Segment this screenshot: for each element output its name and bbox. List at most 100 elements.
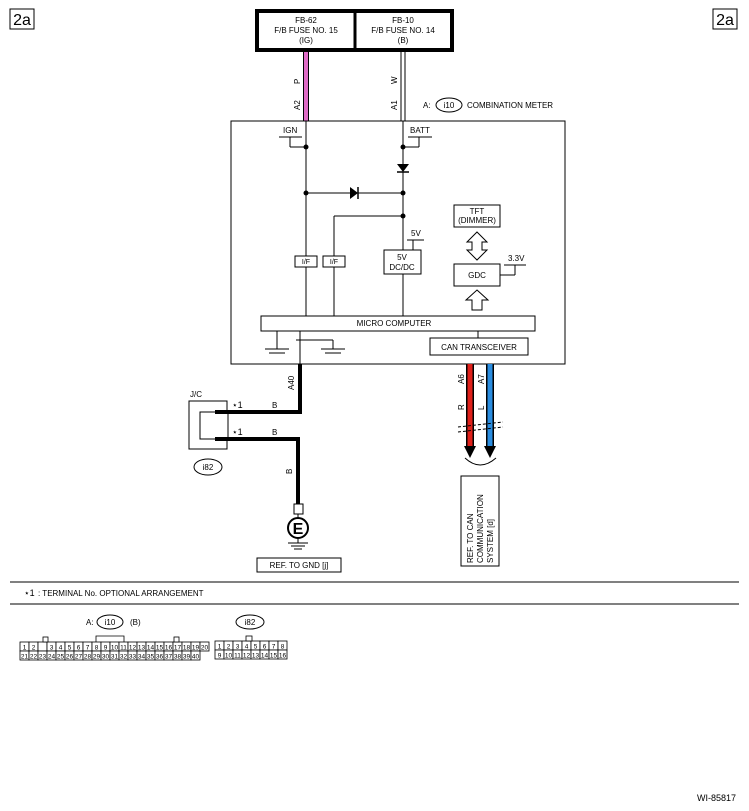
white-wire: W A1 xyxy=(390,52,406,121)
note-mark: ⋆1 xyxy=(24,588,35,598)
can-ref-box xyxy=(460,475,500,567)
connector-pin-label: 21 xyxy=(21,654,29,661)
connector-pin-label: 32 xyxy=(120,654,128,661)
i82-name: i82 xyxy=(245,618,256,627)
ground-wire: A40 ⋆1 B xyxy=(215,364,302,414)
connector-pin-label: 28 xyxy=(84,654,92,661)
connector-pin-label: 15 xyxy=(270,653,278,660)
tft-line2: (DIMMER) xyxy=(458,216,496,225)
tft-box xyxy=(453,204,501,228)
jc-connector: i82 xyxy=(203,463,214,472)
diode-batt xyxy=(397,164,409,172)
fuse-right-line2: F/B FUSE NO. 14 xyxy=(371,26,435,35)
up-arrow xyxy=(464,289,490,311)
meter-connector-oval xyxy=(435,97,463,113)
micro-computer-label: MICRO COMPUTER xyxy=(357,319,432,328)
connector-pin-label: 16 xyxy=(165,645,173,652)
connector-pin-cell xyxy=(190,650,201,661)
fuse-right-line3: (B) xyxy=(398,36,409,45)
figure-code: WI-85817 xyxy=(697,793,736,803)
can-ref-line3: SYSTEM [d] xyxy=(486,519,495,563)
combination-meter-box xyxy=(230,120,566,365)
connector-pin-label: 40 xyxy=(192,654,200,661)
connector-pin-label: 12 xyxy=(243,653,251,660)
connector-pin-label: 16 xyxy=(279,653,287,660)
connector-pin-label: 7 xyxy=(272,644,276,651)
page-ref-right: 2a xyxy=(716,12,734,29)
connector-pin-label: 11 xyxy=(120,645,127,652)
connector-pin-label: 9 xyxy=(218,653,222,660)
pink-wire: P A2 xyxy=(293,52,309,121)
gnd-pin: A40 xyxy=(287,375,296,390)
connector-key-tab xyxy=(95,635,125,642)
fuse-block: FB-62 F/B FUSE NO. 15 (IG) FB-10 F/B FUS… xyxy=(255,9,454,52)
connector-pin-label: 2 xyxy=(32,645,36,652)
fuse-right-line1: FB-10 xyxy=(392,16,414,25)
i10-suffix: (B) xyxy=(130,618,141,627)
connector-pin-label: 22 xyxy=(30,654,38,661)
fuse-left-line1: FB-62 xyxy=(295,16,317,25)
connector-pin-label: 7 xyxy=(86,645,90,652)
connector-pin-label: 29 xyxy=(93,654,101,661)
connector-pin-label: 1 xyxy=(218,644,222,651)
connector-pin-label: 14 xyxy=(261,653,269,660)
connector-pin-label: 31 xyxy=(111,654,119,661)
dcdc-line1: 5V xyxy=(397,253,407,262)
can-l-color: L xyxy=(477,405,486,410)
connector-pin-label: 11 xyxy=(234,653,241,660)
connector-pin-label: 3 xyxy=(50,645,54,652)
connector-pin-label: 8 xyxy=(281,644,285,651)
ign-label: IGN xyxy=(283,126,297,135)
fuse-left-line2: F/B FUSE NO. 15 xyxy=(274,26,338,35)
can-ref-line1: REF. TO CAN xyxy=(466,513,475,563)
connector-pin-label: 26 xyxy=(66,654,74,661)
connector-pin-label: 20 xyxy=(201,645,209,652)
i10-name: i10 xyxy=(105,618,116,627)
meter-prefix: A: xyxy=(423,101,431,110)
can-transceiver-box xyxy=(429,337,529,356)
tft-line1: TFT xyxy=(470,207,485,216)
ground-symbol: E xyxy=(293,521,304,538)
pink-wire-pin: A2 xyxy=(293,100,302,110)
connector-pin-label: 5 xyxy=(68,645,72,652)
connector-pin-label: 37 xyxy=(165,654,173,661)
gdc-label: GDC xyxy=(468,271,486,280)
connector-pin-label: 10 xyxy=(225,653,233,660)
connector-pin-cell xyxy=(37,641,48,652)
double-arrow xyxy=(465,231,489,261)
white-wire-pin: A1 xyxy=(390,100,399,110)
v5-label: 5V xyxy=(411,229,421,238)
connector-pin-label: 4 xyxy=(245,644,249,651)
connector-pin-label: 10 xyxy=(111,645,119,652)
connector-pin-cell xyxy=(277,649,288,660)
connector-pin-label: 15 xyxy=(156,645,164,652)
connector-pin-label: 35 xyxy=(147,654,155,661)
connector-pin-label: 12 xyxy=(129,645,137,652)
dcdc-line2: DC/DC xyxy=(389,263,415,272)
i10-prefix: A: xyxy=(86,618,94,627)
i10-oval xyxy=(96,614,124,630)
connector-pin-label: 6 xyxy=(77,645,81,652)
jc-wire3-color: B xyxy=(285,469,294,474)
jc-label: J/C xyxy=(190,390,202,399)
connector-pin-label: 19 xyxy=(192,645,200,652)
page-ref-left: 2a xyxy=(13,12,31,29)
fuse-left-line3: (IG) xyxy=(299,36,313,45)
connector-pin-label: 38 xyxy=(174,654,182,661)
connector-pin-label: 4 xyxy=(59,645,63,652)
connector-pin-label: 5 xyxy=(254,644,258,651)
connector-pin-label: 8 xyxy=(95,645,99,652)
jc-wire1-mark: ⋆1 xyxy=(232,400,243,410)
micro-computer-box xyxy=(260,315,536,332)
connector-pin-label: 14 xyxy=(147,645,155,652)
connector-key-tab xyxy=(42,636,49,643)
connector-pin-label: 6 xyxy=(263,644,267,651)
connector-pin-label: 39 xyxy=(183,654,191,661)
gnd-ref-box xyxy=(256,557,342,573)
connector-pin-label: 30 xyxy=(102,654,110,661)
gnd-ref: REF. TO GND [j] xyxy=(270,561,329,570)
connector-pin-label: 9 xyxy=(104,645,108,652)
diode-ign xyxy=(350,187,358,199)
